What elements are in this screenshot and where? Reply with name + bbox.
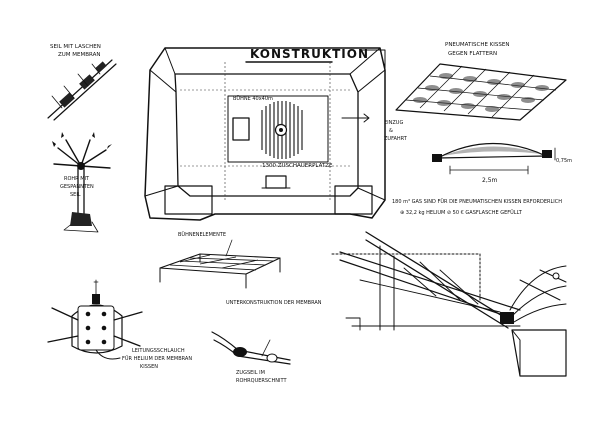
pipe-label-1: ROHR MIT (64, 176, 90, 182)
hose-label-2: FÜR HELIUM DER MEMBRAN (122, 355, 192, 362)
stage-label: BÜHNE 40x40m (233, 95, 273, 102)
cushion-section-sketch (432, 142, 556, 175)
roof-truss-perspective (331, 231, 567, 377)
pneumatic-cushion-grid (395, 63, 567, 121)
entry-label-1: EINZUG (384, 120, 403, 126)
pipe-label-2: GESPANNTEN (60, 184, 94, 190)
seats-label: 1300 ZUSCHAUERPLÄTZE (262, 162, 333, 169)
gas-note-line-1: 180 m³ GAS SIND FÜR DIE PNEUMATISCHEN KI… (392, 198, 562, 205)
dim-width-label: 2,5m (482, 177, 498, 184)
hose-label-1: LEITUNGSSCHLAUCH (132, 348, 185, 354)
dim-height-label: 0,75m (556, 158, 572, 164)
rope-with-straps-sketch (47, 59, 117, 121)
substructure-label: UNTERKONSTRUKTION DER MEMBRAN (226, 300, 322, 306)
cushions-label-2: GEGEN FLATTERN (448, 51, 497, 57)
rope-straps-label-2: ZUM MEMBRAN (58, 52, 101, 58)
page-title: KONSTRUKTION (250, 47, 369, 61)
stage-elements-sketch (159, 239, 281, 289)
hose-label-3: KISSEN (140, 364, 158, 370)
floor-plan (144, 47, 386, 221)
stage-elements-label: BÜHNENELEMENTE (178, 231, 226, 238)
tension-rope-sketch (211, 331, 291, 365)
rope-straps-label-1: SEIL MIT LASCHEN (50, 44, 101, 50)
pipe-with-rope-sketch (52, 132, 112, 233)
pipe-label-3: SEIL (70, 192, 81, 198)
entry-label-2: & (389, 128, 393, 134)
rope-label-1: ZUGSEIL IM (236, 370, 265, 376)
cushions-label-1: PNEUMATISCHE KISSEN (445, 42, 510, 48)
gas-note-line-2: ⊕ 32,2 kg HELIUM ⊘ 50 € GASFLASCHE GEFÜL… (400, 209, 523, 216)
node-connector-sketch (47, 279, 143, 360)
entry-label-3: ZUFAHRT (384, 136, 408, 142)
rope-label-2: ROHRQUERSCHNITT (236, 378, 287, 384)
